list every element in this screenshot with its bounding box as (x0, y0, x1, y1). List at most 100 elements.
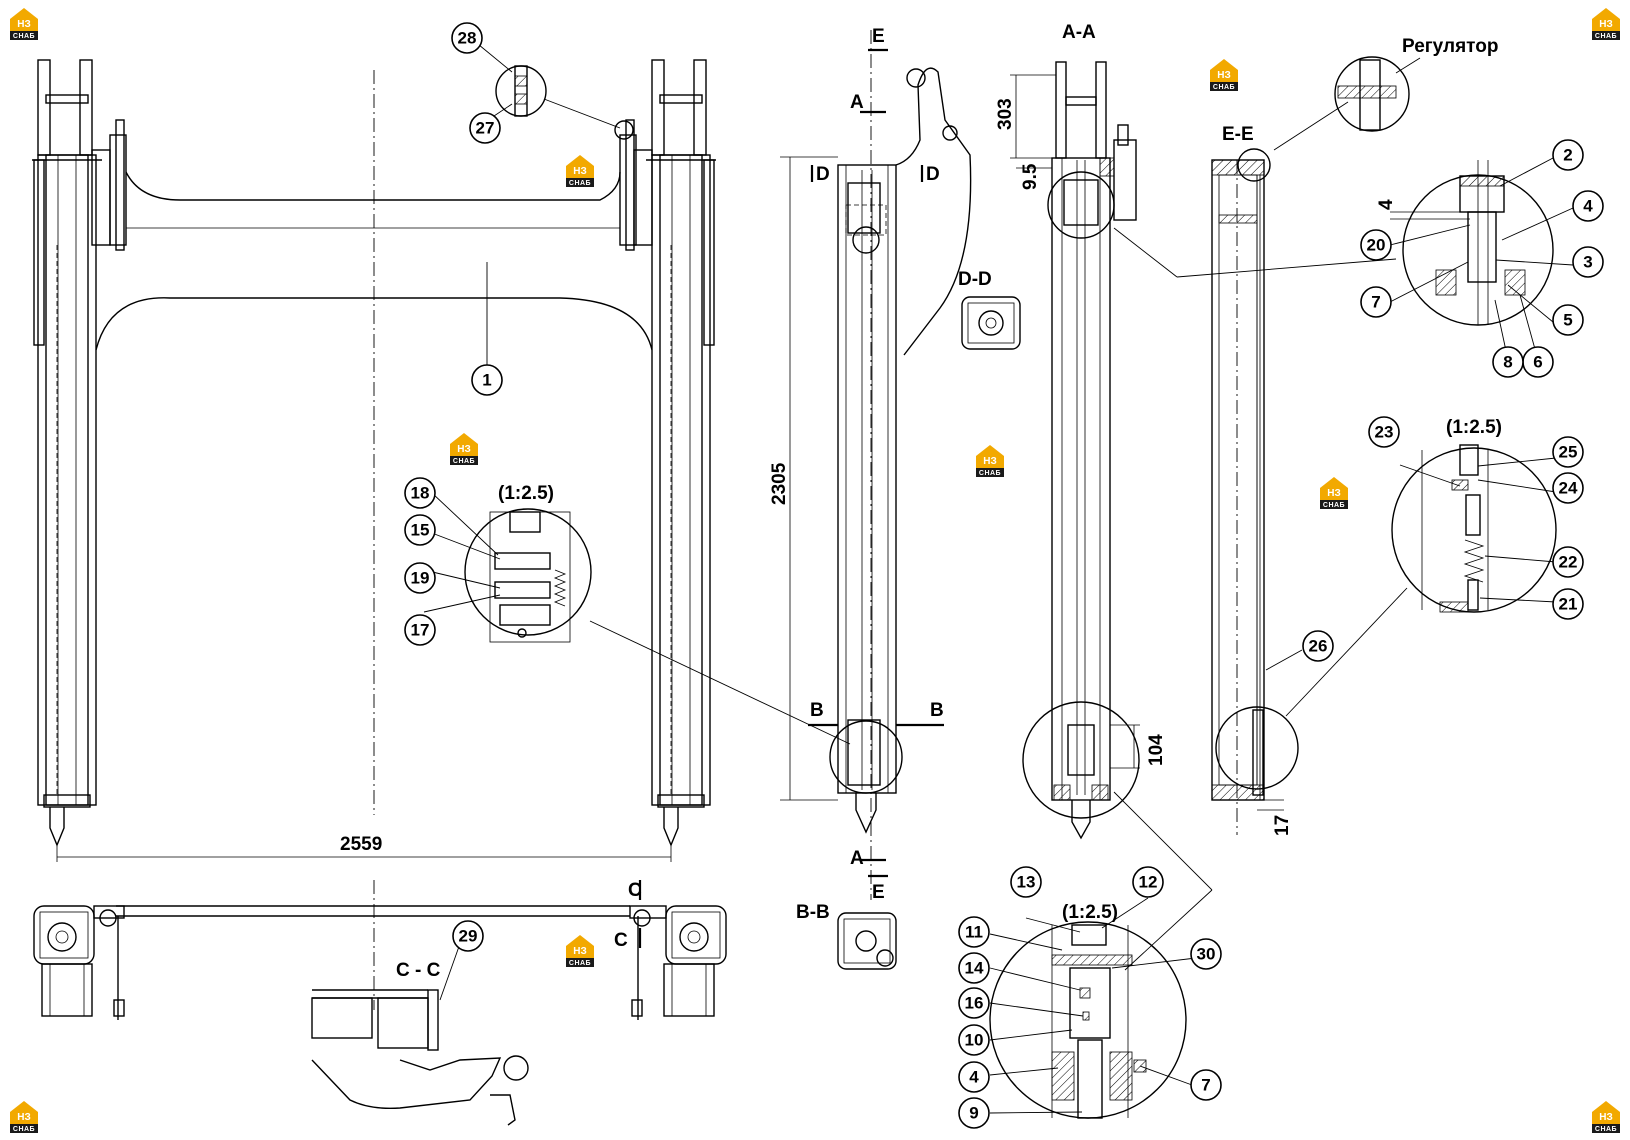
logo-mark: СНАБ (450, 433, 478, 465)
scale-label-3: (1:2.5) (1062, 902, 1118, 923)
cut-a-bottom: A (850, 848, 864, 869)
callout-5: 5 (1552, 304, 1584, 336)
svg-text:10: 10 (965, 1031, 984, 1050)
svg-text:1: 1 (482, 371, 491, 390)
callout-25: 25 (1552, 436, 1584, 468)
logo-mark: СНАБ (566, 155, 594, 187)
svg-text:19: 19 (411, 569, 430, 588)
svg-text:8: 8 (1503, 353, 1512, 372)
section-ee: E-E 17 (1211, 101, 1408, 836)
svg-text:14: 14 (965, 959, 984, 978)
svg-text:28: 28 (458, 29, 477, 48)
logo-mark: СНАБ (1592, 1101, 1620, 1133)
svg-text:27: 27 (476, 119, 495, 138)
svg-text:5: 5 (1563, 311, 1572, 330)
svg-text:СНАБ: СНАБ (1323, 502, 1345, 509)
front-view: 2559 (32, 39, 716, 862)
callout-13: 13 (1010, 866, 1042, 898)
regulator-label: Регулятор (1402, 36, 1498, 57)
svg-text:СНАБ: СНАБ (569, 960, 591, 967)
svg-text:СНАБ: СНАБ (979, 470, 1001, 477)
logo-mark: СНАБ (1320, 477, 1348, 509)
callout-19: 19 (404, 562, 436, 594)
callout-18: 18 (404, 477, 436, 509)
callout-28: 28 (451, 22, 483, 54)
callout-7: 7 (1360, 286, 1392, 318)
svg-text:6: 6 (1533, 353, 1542, 372)
cut-a-top: A (850, 92, 864, 113)
callout-21: 21 (1552, 588, 1584, 620)
callout-1: 1 (471, 364, 503, 396)
logo-mark: СНАБ (1592, 8, 1620, 40)
callout-17: 17 (404, 614, 436, 646)
section-bb: B-B (796, 902, 897, 970)
section-aa-label: A-A (1062, 22, 1096, 43)
callout-15: 15 (404, 514, 436, 546)
svg-text:2: 2 (1563, 146, 1572, 165)
svg-text:3: 3 (1583, 253, 1592, 272)
detail-view-15-19: (1:2.5) (423, 483, 851, 745)
cut-e-bottom: E (872, 882, 885, 903)
svg-text:9: 9 (969, 1104, 978, 1123)
cut-c-mid: C (614, 930, 628, 951)
svg-text:16: 16 (965, 994, 984, 1013)
svg-text:12: 12 (1139, 873, 1158, 892)
callout-3: 3 (1572, 246, 1604, 278)
svg-text:26: 26 (1309, 637, 1328, 656)
callout-24: 24 (1552, 472, 1584, 504)
svg-text:4: 4 (1583, 197, 1593, 216)
section-ee-label: E-E (1222, 124, 1254, 145)
dimension-width: 2559 (340, 834, 382, 855)
svg-text:18: 18 (411, 484, 430, 503)
callout-23: 23 (1368, 416, 1400, 448)
callout-4: 4 (1572, 190, 1604, 222)
callout-8: 8 (1492, 346, 1524, 378)
svg-text:22: 22 (1559, 553, 1578, 572)
dimension-4: 4 (1376, 199, 1397, 210)
section-cc-label: C - C (396, 960, 441, 981)
dimension-104: 104 (1146, 734, 1167, 766)
svg-text:СНАБ: СНАБ (453, 458, 475, 465)
callout-20: 20 (1360, 229, 1392, 261)
svg-text:СНАБ: СНАБ (569, 180, 591, 187)
cut-c-top: C (628, 880, 642, 901)
svg-text:13: 13 (1017, 873, 1036, 892)
dimension-height: 2305 (769, 462, 790, 505)
detail-view-21-25: (1:2.5) (1391, 417, 1557, 613)
callout-14: 14 (958, 952, 990, 984)
callout-9: 9 (958, 1097, 990, 1129)
section-dd: D-D (958, 269, 1021, 350)
section-aa: A-A 303 9.5 104 (995, 22, 1397, 971)
logo-mark: СНАБ (10, 1101, 38, 1133)
callout-22: 22 (1552, 546, 1584, 578)
svg-text:30: 30 (1197, 945, 1216, 964)
callout-26: 26 (1302, 630, 1334, 662)
dimension-17: 17 (1272, 815, 1293, 836)
svg-text:20: 20 (1367, 236, 1386, 255)
cut-e-top: E (872, 26, 885, 47)
scale-label-1: (1:2.5) (498, 483, 554, 504)
section-cc: C - C (311, 937, 529, 1126)
svg-text:СНАБ: СНАБ (1595, 33, 1617, 40)
svg-text:СНАБ: СНАБ (13, 1126, 35, 1133)
callout-30: 30 (1190, 938, 1222, 970)
svg-text:15: 15 (411, 521, 430, 540)
svg-text:11: 11 (965, 923, 983, 942)
svg-text:24: 24 (1559, 479, 1578, 498)
logo-mark: СНАБ (10, 8, 38, 40)
dimension-303: 303 (995, 98, 1016, 130)
watermark-logos: СНАБ СНАБ СНАБ СНАБ СНАБ СНАБ СНАБ СНАБ … (10, 8, 1620, 1133)
logo-mark: СНАБ (566, 935, 594, 967)
logo-mark: СНАБ (976, 445, 1004, 477)
svg-text:25: 25 (1559, 443, 1578, 462)
callout-4b: 4 (958, 1061, 990, 1093)
callout-6: 6 (1522, 346, 1554, 378)
side-view: 2305 A A E E D D B B (769, 26, 972, 903)
cut-b-right: B (930, 700, 944, 721)
svg-text:7: 7 (1371, 293, 1380, 312)
callout-29: 29 (452, 920, 484, 952)
svg-text:7: 7 (1201, 1076, 1210, 1095)
svg-text:29: 29 (459, 927, 478, 946)
regulator-detail: Регулятор (1334, 36, 1498, 132)
